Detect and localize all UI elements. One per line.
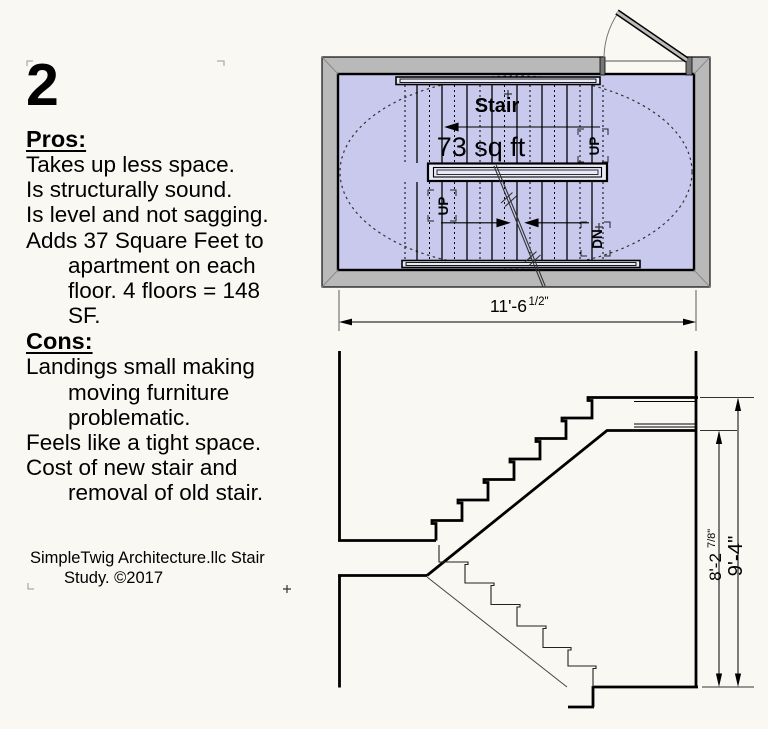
up-label-right: UP	[587, 137, 602, 156]
stair-section: 8'-2 7/8" 9'-4"	[338, 351, 754, 709]
pros-heading: Pros:	[26, 126, 87, 152]
travel-arrows	[441, 122, 600, 228]
label-brackets	[427, 128, 611, 257]
cons-heading: Cons:	[26, 328, 93, 355]
pros-line: Is level and not sagging.	[26, 202, 269, 228]
plan-wall-outline	[321, 56, 711, 288]
page-ticks	[26, 60, 225, 590]
pros-line: Takes up less space.	[26, 152, 235, 177]
cons-line: Feels like a tight space.	[26, 430, 262, 456]
stair-plan: Stair 73 sq ft UP UP DN 11'-6	[26, 9, 711, 593]
cons-line: moving furniture	[68, 379, 230, 405]
section-height-dimensions: 8'-2 7/8" 9'-4"	[700, 397, 754, 688]
section-cut-lines	[338, 351, 698, 709]
break-line	[493, 164, 546, 288]
lower-flight-treads	[404, 182, 604, 260]
credit-line-2: Study. ©2017	[64, 569, 163, 587]
pros-line: Is structurally sound.	[26, 177, 233, 203]
cons-line: removal of old stair.	[68, 480, 264, 506]
section-dim-inner-main: 8'-2	[706, 553, 725, 581]
up-label-left: UP	[436, 197, 451, 216]
section-dim-outer: 9'-4"	[724, 536, 747, 577]
door-jamb-left	[599, 56, 606, 76]
plan-title: Stair	[475, 95, 520, 117]
cons-line: Cost of new stair and	[26, 455, 238, 481]
lower-flight-profile	[438, 545, 597, 687]
plan-width-dim-fraction: 1/2"	[529, 296, 549, 308]
credit-line-1: SimpleTwig Architecture.llc Stair	[30, 549, 265, 567]
section-dim-inner-fraction: 7/8"	[706, 529, 718, 548]
section-finish-lines	[634, 401, 697, 428]
scheme-number: 2	[26, 52, 60, 118]
pros-list: Takes up less space.Is structurally soun…	[26, 152, 326, 328]
stair-rails	[395, 76, 641, 269]
upper-flight-treads	[404, 85, 604, 163]
pros-line: Adds 37 Square Feet to	[26, 227, 264, 253]
door-jamb-right	[685, 56, 693, 76]
pros-line: SF.	[68, 303, 101, 329]
pros-cons-column: Pros: Takes up less space.Is structurall…	[26, 126, 326, 506]
cons-line: problematic.	[68, 404, 191, 430]
credit-block: SimpleTwig Architecture.llc Stair Study.…	[30, 548, 265, 588]
plan-width-dimension: 11'-6 1/2"	[338, 290, 697, 331]
mid-landing	[426, 162, 609, 183]
pros-line: floor. 4 floors = 148	[68, 278, 260, 304]
plan-area-label: 73 sq ft	[437, 132, 526, 162]
plan-width-dim-main: 11'-6	[490, 296, 527, 316]
register-marks	[283, 90, 603, 593]
wall-corner-miters	[321, 56, 711, 288]
door-opening	[604, 56, 686, 75]
door-leaf	[616, 10, 688, 62]
cons-line: Landings small making	[26, 354, 255, 380]
down-label: DN	[590, 229, 605, 249]
door-swing-arc	[603, 12, 619, 62]
pros-line: apartment on each	[68, 252, 256, 278]
lower-flight-underside	[426, 576, 568, 688]
